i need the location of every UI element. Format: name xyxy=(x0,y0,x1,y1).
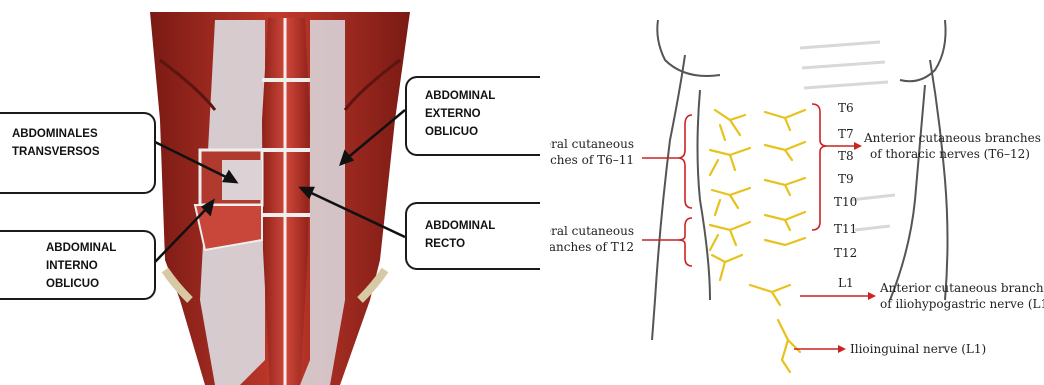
segment-label-l1: L1 xyxy=(838,276,854,290)
segment-label-t10: T10 xyxy=(834,195,857,209)
callout-line: ABDOMINAL xyxy=(425,88,534,106)
label-ilioinguinal: Ilioinguinal nerve (L1) xyxy=(850,342,986,356)
callout-line: EXTERNO xyxy=(425,106,534,124)
arm-outline xyxy=(930,60,948,300)
nerve-branch xyxy=(765,178,805,195)
cutaneous-nerves-figure: T6 T7 T8 T9 T10 T11 T12 L1 Lateral cutan… xyxy=(550,0,1044,385)
callout-externo: ABDOMINAL EXTERNO OBLICUO xyxy=(405,76,540,156)
nerve-branch xyxy=(765,238,805,245)
callout-line: ABDOMINAL xyxy=(425,218,534,236)
arrow-head xyxy=(868,292,876,300)
segment-label-t7: T7 xyxy=(838,127,854,141)
callout-line: ABDOMINALES xyxy=(12,126,144,144)
arm-outline xyxy=(652,55,685,340)
callout-line: ABDOMINAL xyxy=(46,240,144,258)
bracket-t6-11 xyxy=(678,115,692,208)
nerve-branch xyxy=(765,110,805,130)
callout-interno: ABDOMINAL INTERNO OBLICUO xyxy=(0,230,156,300)
label-lateral-t12-line1: Lateral cutaneous xyxy=(550,224,634,238)
label-anterior-thoracic-line2: of thoracic nerves (T6–12) xyxy=(870,147,1030,161)
bracket-t12 xyxy=(678,218,692,266)
segment-label-t8: T8 xyxy=(838,149,854,163)
callout-line: RECTO xyxy=(425,236,534,254)
nerve-branch xyxy=(765,212,805,230)
torso-left-outline xyxy=(698,90,711,300)
callout-transversos: ABDOMINALES TRANSVERSOS xyxy=(0,112,156,194)
label-anterior-iliohypogastric-line1: Anterior cutaneous branches xyxy=(879,281,1044,295)
callout-line: OBLICUO xyxy=(46,276,144,294)
label-lateral-t6-11-line2: branches of T6–11 xyxy=(550,153,634,167)
segment-label-t12: T12 xyxy=(834,246,857,260)
segment-label-t6: T6 xyxy=(838,101,854,115)
shoulder-outline xyxy=(657,20,720,76)
nerve-branch xyxy=(712,255,742,280)
callout-line: INTERNO xyxy=(46,258,144,276)
bracket-anterior xyxy=(812,104,827,230)
abdominal-muscles-figure: ABDOMINALES TRANSVERSOS ABDOMINAL INTERN… xyxy=(0,0,540,385)
arrow-head xyxy=(838,345,846,353)
nerve-branch xyxy=(765,142,805,160)
nerve-branch xyxy=(778,320,800,372)
callout-line: OBLICUO xyxy=(425,124,534,142)
nerve-branch xyxy=(710,148,750,175)
nerve-branch xyxy=(712,188,750,215)
label-lateral-t6-11-line1: Lateral cutaneous xyxy=(550,137,634,151)
segment-label-t11: T11 xyxy=(834,222,857,236)
label-lateral-t12-line2: branches of T12 xyxy=(550,240,634,254)
nerve-branch xyxy=(710,222,750,250)
shoulder-outline xyxy=(900,20,946,81)
label-anterior-thoracic-line1: Anterior cutaneous branches xyxy=(863,131,1041,145)
arrow-head xyxy=(854,142,862,150)
segment-label-t9: T9 xyxy=(838,172,854,186)
nerve-diagram: T6 T7 T8 T9 T10 T11 T12 L1 Lateral cutan… xyxy=(550,0,1044,385)
callout-recto: ABDOMINAL RECTO xyxy=(405,202,540,270)
torso-right-outline xyxy=(890,85,925,300)
callout-line: TRANSVERSOS xyxy=(12,144,144,162)
nerve-branch xyxy=(750,285,790,305)
label-anterior-iliohypogastric-line2: of iliohypogastric nerve (L1) xyxy=(880,297,1044,311)
nerve-branch xyxy=(715,110,745,140)
